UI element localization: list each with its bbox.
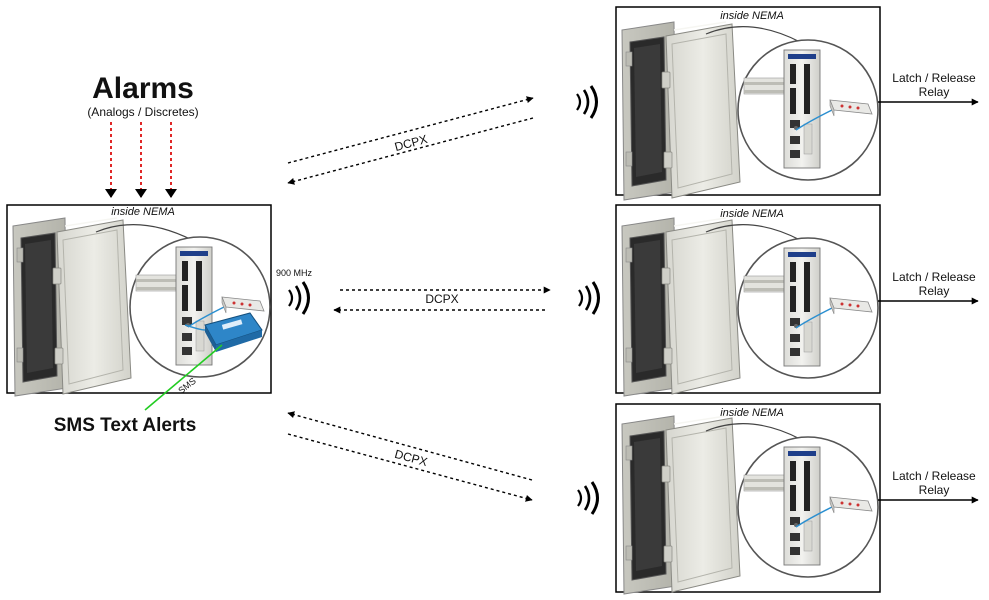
master-station: inside NEMA 900 MHz [6, 204, 313, 397]
dcpx-label-middle: DCPX [425, 292, 458, 306]
nema-enclosure-icon [621, 415, 741, 595]
sms-block: SMS SMS Text Alerts [54, 344, 223, 436]
sms-title: SMS Text Alerts [54, 415, 197, 436]
remote-caption: inside NEMA [720, 10, 784, 22]
relay-output-label: Latch / Release [892, 71, 976, 85]
dcpx-label-bottom: DCPX [393, 447, 429, 469]
radio-wave-icon [287, 280, 310, 316]
alarms-subtitle: (Analogs / Discretes) [87, 105, 198, 119]
relay-output-label: Relay [919, 483, 950, 497]
nema-enclosure-icon [12, 217, 132, 397]
dcpx-link-bottom: DCPX [287, 411, 533, 502]
master-caption: inside NEMA [111, 206, 175, 218]
relay-output-label: Relay [919, 284, 950, 298]
remote-station: inside NEMA Latch / Release Relay [577, 204, 979, 397]
radio-wave-icon [575, 84, 598, 120]
dcpx-link-middle: DCPX [333, 286, 551, 314]
radio-wave-icon [576, 480, 599, 516]
callout-arc [95, 224, 193, 241]
nema-enclosure-icon [621, 217, 741, 397]
dcpx-link-top: DCPX [287, 96, 534, 185]
rtu-controller-icon [737, 237, 879, 379]
alarms-title: Alarms [92, 72, 194, 105]
relay-output-label: Latch / Release [892, 469, 976, 483]
master-frequency: 900 MHz [276, 268, 313, 278]
relay-output-label: Relay [919, 85, 950, 99]
remote-station: inside NEMA Latch / Release Relay [575, 6, 979, 201]
rtu-controller-icon [129, 236, 271, 378]
rtu-controller-icon [737, 436, 879, 578]
remote-caption: inside NEMA [720, 407, 784, 419]
sms-link-line [144, 344, 223, 411]
nema-enclosure-icon [621, 21, 741, 201]
rtu-controller-icon [737, 39, 879, 181]
relay-output-label: Latch / Release [892, 270, 976, 284]
cellular-modem-icon [184, 312, 263, 352]
remote-station: inside NEMA Latch / Release Relay [576, 403, 979, 595]
remote-caption: inside NEMA [720, 208, 784, 220]
radio-wave-icon [577, 280, 600, 316]
alarms-block: Alarms (Analogs / Discretes) [87, 72, 199, 198]
